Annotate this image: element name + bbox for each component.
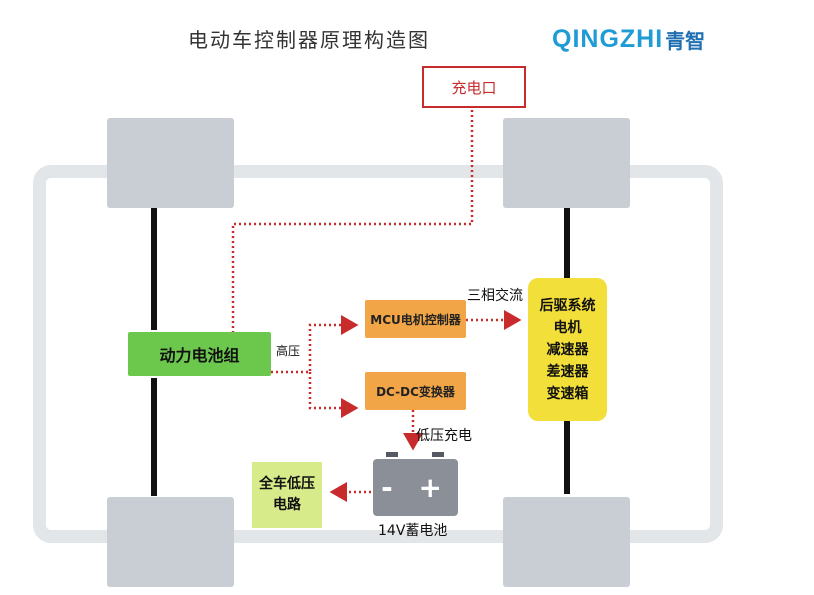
wheel-bottom-left <box>107 497 234 587</box>
battery-terminal-positive <box>432 452 444 457</box>
battery-12v-icon: - + <box>373 459 458 516</box>
rear-axle-lower <box>564 421 570 494</box>
rear-drive-line-2: 电机 <box>553 319 582 336</box>
front-left-axle <box>151 205 157 330</box>
logo-latin: QINGZHI <box>552 24 664 53</box>
low-circuit-line-2: 电路 <box>273 497 301 513</box>
dcdc-converter: DC-DC变换器 <box>365 372 466 410</box>
power-battery-pack: 动力电池组 <box>128 332 271 376</box>
label-three-phase: 三相交流 <box>467 288 523 304</box>
diagram-title: 电动车控制器原理构造图 <box>188 28 430 52</box>
rear-axle-upper <box>564 205 570 278</box>
brand-logo: QINGZHI 青智 <box>552 24 705 54</box>
charge-port: 充电口 <box>422 66 526 108</box>
logo-chinese: 青智 <box>665 28 706 53</box>
label-high-voltage: 高压 <box>276 344 301 358</box>
wheel-bottom-right <box>503 497 630 587</box>
wheel-top-right <box>503 118 630 208</box>
wheel-top-left <box>107 118 234 208</box>
rear-drive-system: 后驱系统 电机 减速器 差速器 变速箱 <box>528 278 607 421</box>
low-circuit-line-1: 全车低压 <box>259 476 315 492</box>
rear-drive-line-4: 差速器 <box>546 363 589 380</box>
mcu-motor-controller: MCU电机控制器 <box>365 300 466 338</box>
front-left-axle-lower <box>151 378 157 496</box>
low-voltage-circuit: 全车低压 电路 <box>252 462 322 528</box>
battery-12v-label: 14V蓄电池 <box>378 523 448 539</box>
label-low-voltage-charge: 低压充电 <box>416 428 472 444</box>
battery-terminal-negative <box>386 452 398 457</box>
rear-drive-line-5: 变速箱 <box>546 385 589 402</box>
rear-drive-line-3: 减速器 <box>546 341 589 358</box>
rear-drive-line-1: 后驱系统 <box>539 297 596 314</box>
